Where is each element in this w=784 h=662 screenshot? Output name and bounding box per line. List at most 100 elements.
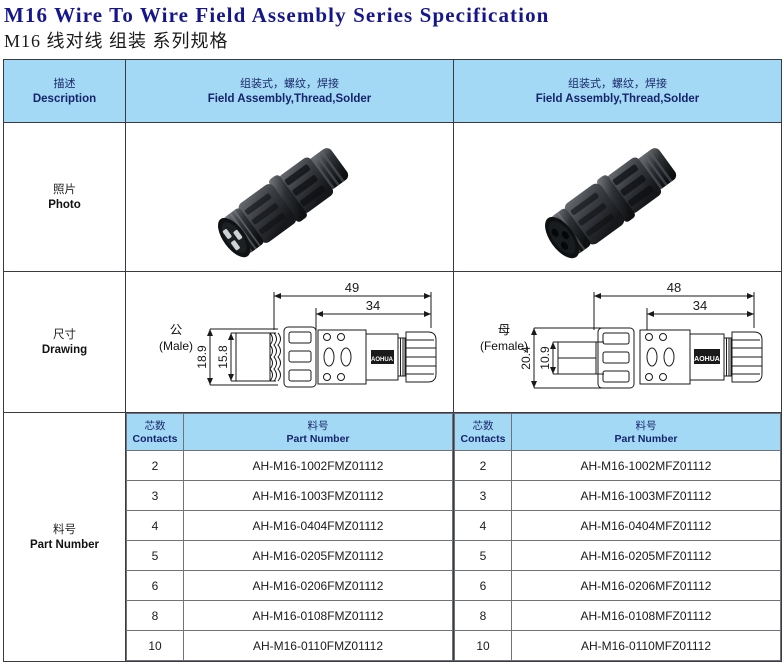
male-pn-part-cn: 料号: [307, 419, 329, 432]
male-gender-label: 公 (Male): [140, 322, 212, 354]
cell-part-number: AH-M16-1002MFZ01112: [511, 450, 781, 481]
photo-wrapper-male: [126, 123, 453, 271]
cell-part-number: AH-M16-0404MFZ01112: [511, 510, 781, 541]
drawing-inner-female: 母 (Female): [454, 272, 781, 412]
female-inner-length-value: 34: [693, 298, 707, 313]
cell-contacts: 4: [454, 510, 512, 541]
cell-part-number: AH-M16-0205FMZ01112: [183, 540, 453, 571]
female-gender-label: 母 (Female): [468, 322, 540, 354]
table-header-row: 描述 Description 组装式，螺纹，焊接 Field Assembly,…: [3, 59, 782, 123]
rowlabel-partnumber-cn: 料号: [53, 523, 76, 536]
cell-part-number: AH-M16-0206MFZ01112: [511, 570, 781, 601]
male-pn-header-row: 芯数 Contacts 料号 Part Number: [126, 413, 453, 451]
male-technical-drawing: 49 34 18.9 15.8 AOHUA: [195, 280, 437, 388]
female-pn-col-partnumber: 料号 Part Number: [511, 413, 781, 451]
header-description-en: Description: [32, 92, 97, 105]
cell-part-number: AH-M16-1003FMZ01112: [183, 480, 453, 511]
male-pn-contacts-en: Contacts: [132, 432, 178, 445]
male-brand-label: AOHUA: [371, 357, 394, 363]
cell-part-number: AH-M16-0206FMZ01112: [183, 570, 453, 601]
male-gender-cn: 公: [169, 323, 183, 337]
photo-cell-male: [125, 122, 454, 272]
cell-contacts: 6: [454, 570, 512, 601]
cell-part-number: AH-M16-0108MFZ01112: [511, 600, 781, 631]
male-outer-height-value: 18.9: [195, 345, 209, 369]
photo-wrapper-female: [454, 123, 781, 271]
cell-part-number: AH-M16-0205MFZ01112: [511, 540, 781, 571]
rowlabel-partnumber-en: Part Number: [29, 538, 100, 551]
female-outer-height-value: 20.4: [519, 346, 533, 370]
page-subtitle: M16 线对线 组装 系列规格: [4, 31, 229, 51]
cell-contacts: 6: [126, 570, 184, 601]
male-pn-col-partnumber: 料号 Part Number: [183, 413, 453, 451]
header-female-en: Field Assembly,Thread,Solder: [535, 92, 700, 105]
photo-cell-female: [453, 122, 782, 272]
cell-part-number: AH-M16-1002FMZ01112: [183, 450, 453, 481]
female-pn-contacts-en: Contacts: [460, 432, 506, 445]
header-female-cn: 组装式，螺纹，焊接: [568, 77, 667, 90]
cell-contacts: 3: [126, 480, 184, 511]
female-inner-height-value: 10.9: [538, 346, 552, 370]
male-overall-length-value: 49: [345, 280, 359, 295]
rowlabel-drawing-cn: 尺寸: [53, 328, 76, 341]
header-cell-male: 组装式，螺纹，焊接 Field Assembly,Thread,Solder: [125, 59, 454, 123]
rowlabel-drawing: 尺寸 Drawing: [3, 271, 126, 413]
male-inner-height-value: 15.8: [216, 345, 230, 369]
cell-contacts: 2: [454, 450, 512, 481]
rowlabel-drawing-en: Drawing: [41, 343, 88, 356]
female-overall-length-value: 48: [667, 280, 681, 295]
cell-part-number: AH-M16-0108FMZ01112: [183, 600, 453, 631]
rowlabel-photo-en: Photo: [48, 198, 81, 211]
female-technical-drawing: 48 34 20.4 10.9 AOHUA: [519, 280, 763, 389]
cell-contacts: 8: [454, 600, 512, 631]
cell-part-number: AH-M16-0110FMZ01112: [183, 630, 453, 661]
header-male-en: Field Assembly,Thread,Solder: [207, 92, 372, 105]
cell-contacts: 10: [126, 630, 184, 661]
cell-contacts: 5: [126, 540, 184, 571]
cell-contacts: 5: [454, 540, 512, 571]
rowlabel-photo-cn: 照片: [53, 183, 76, 196]
female-brand-label: AOHUA: [694, 356, 720, 363]
female-pn-contacts-cn: 芯数: [472, 419, 494, 432]
cell-contacts: 3: [454, 480, 512, 511]
female-gender-cn: 母: [497, 323, 511, 337]
drawing-cell-male: 公 (Male): [125, 271, 454, 413]
page-title: M16 Wire To Wire Field Assembly Series S…: [4, 3, 550, 27]
cell-contacts: 2: [126, 450, 184, 481]
table-partnumber-row: 料号 Part Number 芯数 Contacts 料号 Part Numbe…: [3, 412, 782, 662]
cell-contacts: 10: [454, 630, 512, 661]
female-gender-en: (Female): [479, 339, 528, 353]
cell-contacts: 8: [126, 600, 184, 631]
rowlabel-partnumber: 料号 Part Number: [3, 412, 126, 662]
female-pn-header-row: 芯数 Contacts 料号 Part Number: [454, 413, 781, 451]
cell-part-number: AH-M16-0110MFZ01112: [511, 630, 781, 661]
cell-contacts: 4: [126, 510, 184, 541]
male-inner-length-value: 34: [366, 298, 380, 313]
rowlabel-photo: 照片 Photo: [3, 122, 126, 272]
header-cell-description: 描述 Description: [3, 59, 126, 123]
male-pn-part-en: Part Number: [286, 432, 350, 445]
table-drawing-row: 尺寸 Drawing 公 (Male): [3, 271, 782, 413]
header-cell-female: 组装式，螺纹，焊接 Field Assembly,Thread,Solder: [453, 59, 782, 123]
drawing-cell-female: 母 (Female): [453, 271, 782, 413]
female-pn-part-en: Part Number: [614, 432, 678, 445]
male-gender-en: (Male): [158, 339, 193, 353]
male-connector-photo: [217, 148, 348, 258]
